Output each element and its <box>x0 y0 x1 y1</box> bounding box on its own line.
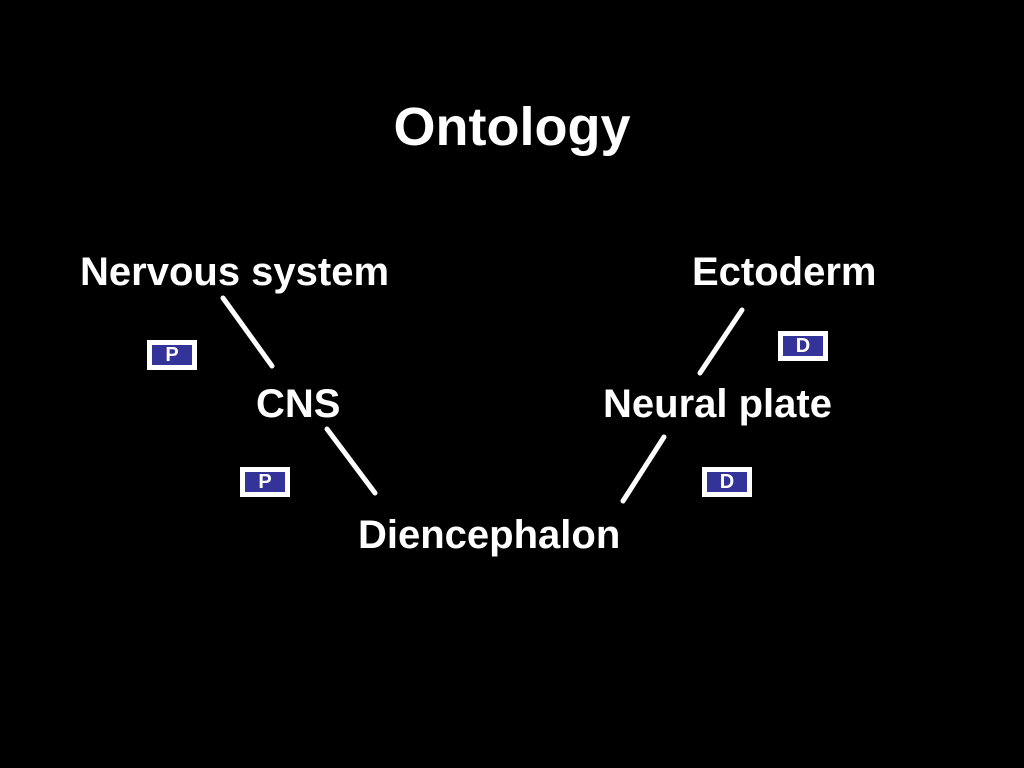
relation-badge-part-of-2: P <box>240 467 290 497</box>
node-nervous-system: Nervous system <box>80 250 390 294</box>
node-diencephalon: Diencephalon <box>358 513 621 557</box>
relation-badge-label: P <box>245 472 285 493</box>
node-neural-plate: Neural plate <box>603 382 832 426</box>
relation-badge-label: D <box>783 336 823 357</box>
edge-neural-plate-ectoderm <box>697 307 745 376</box>
edge-cns-nervous-system <box>220 295 275 369</box>
relation-badge-part-of-1: P <box>147 340 197 370</box>
relation-badge-label: D <box>707 472 747 493</box>
relation-badge-label: P <box>152 345 192 366</box>
node-ectoderm: Ectoderm <box>692 250 877 294</box>
node-cns: CNS <box>256 382 341 426</box>
slide-title: Ontology <box>393 97 631 157</box>
edge-diencephalon-neural-plate <box>620 434 667 504</box>
edge-diencephalon-cns <box>324 426 378 496</box>
relation-badge-develops-from-2: D <box>702 467 752 497</box>
relation-badge-develops-from-1: D <box>778 331 828 361</box>
